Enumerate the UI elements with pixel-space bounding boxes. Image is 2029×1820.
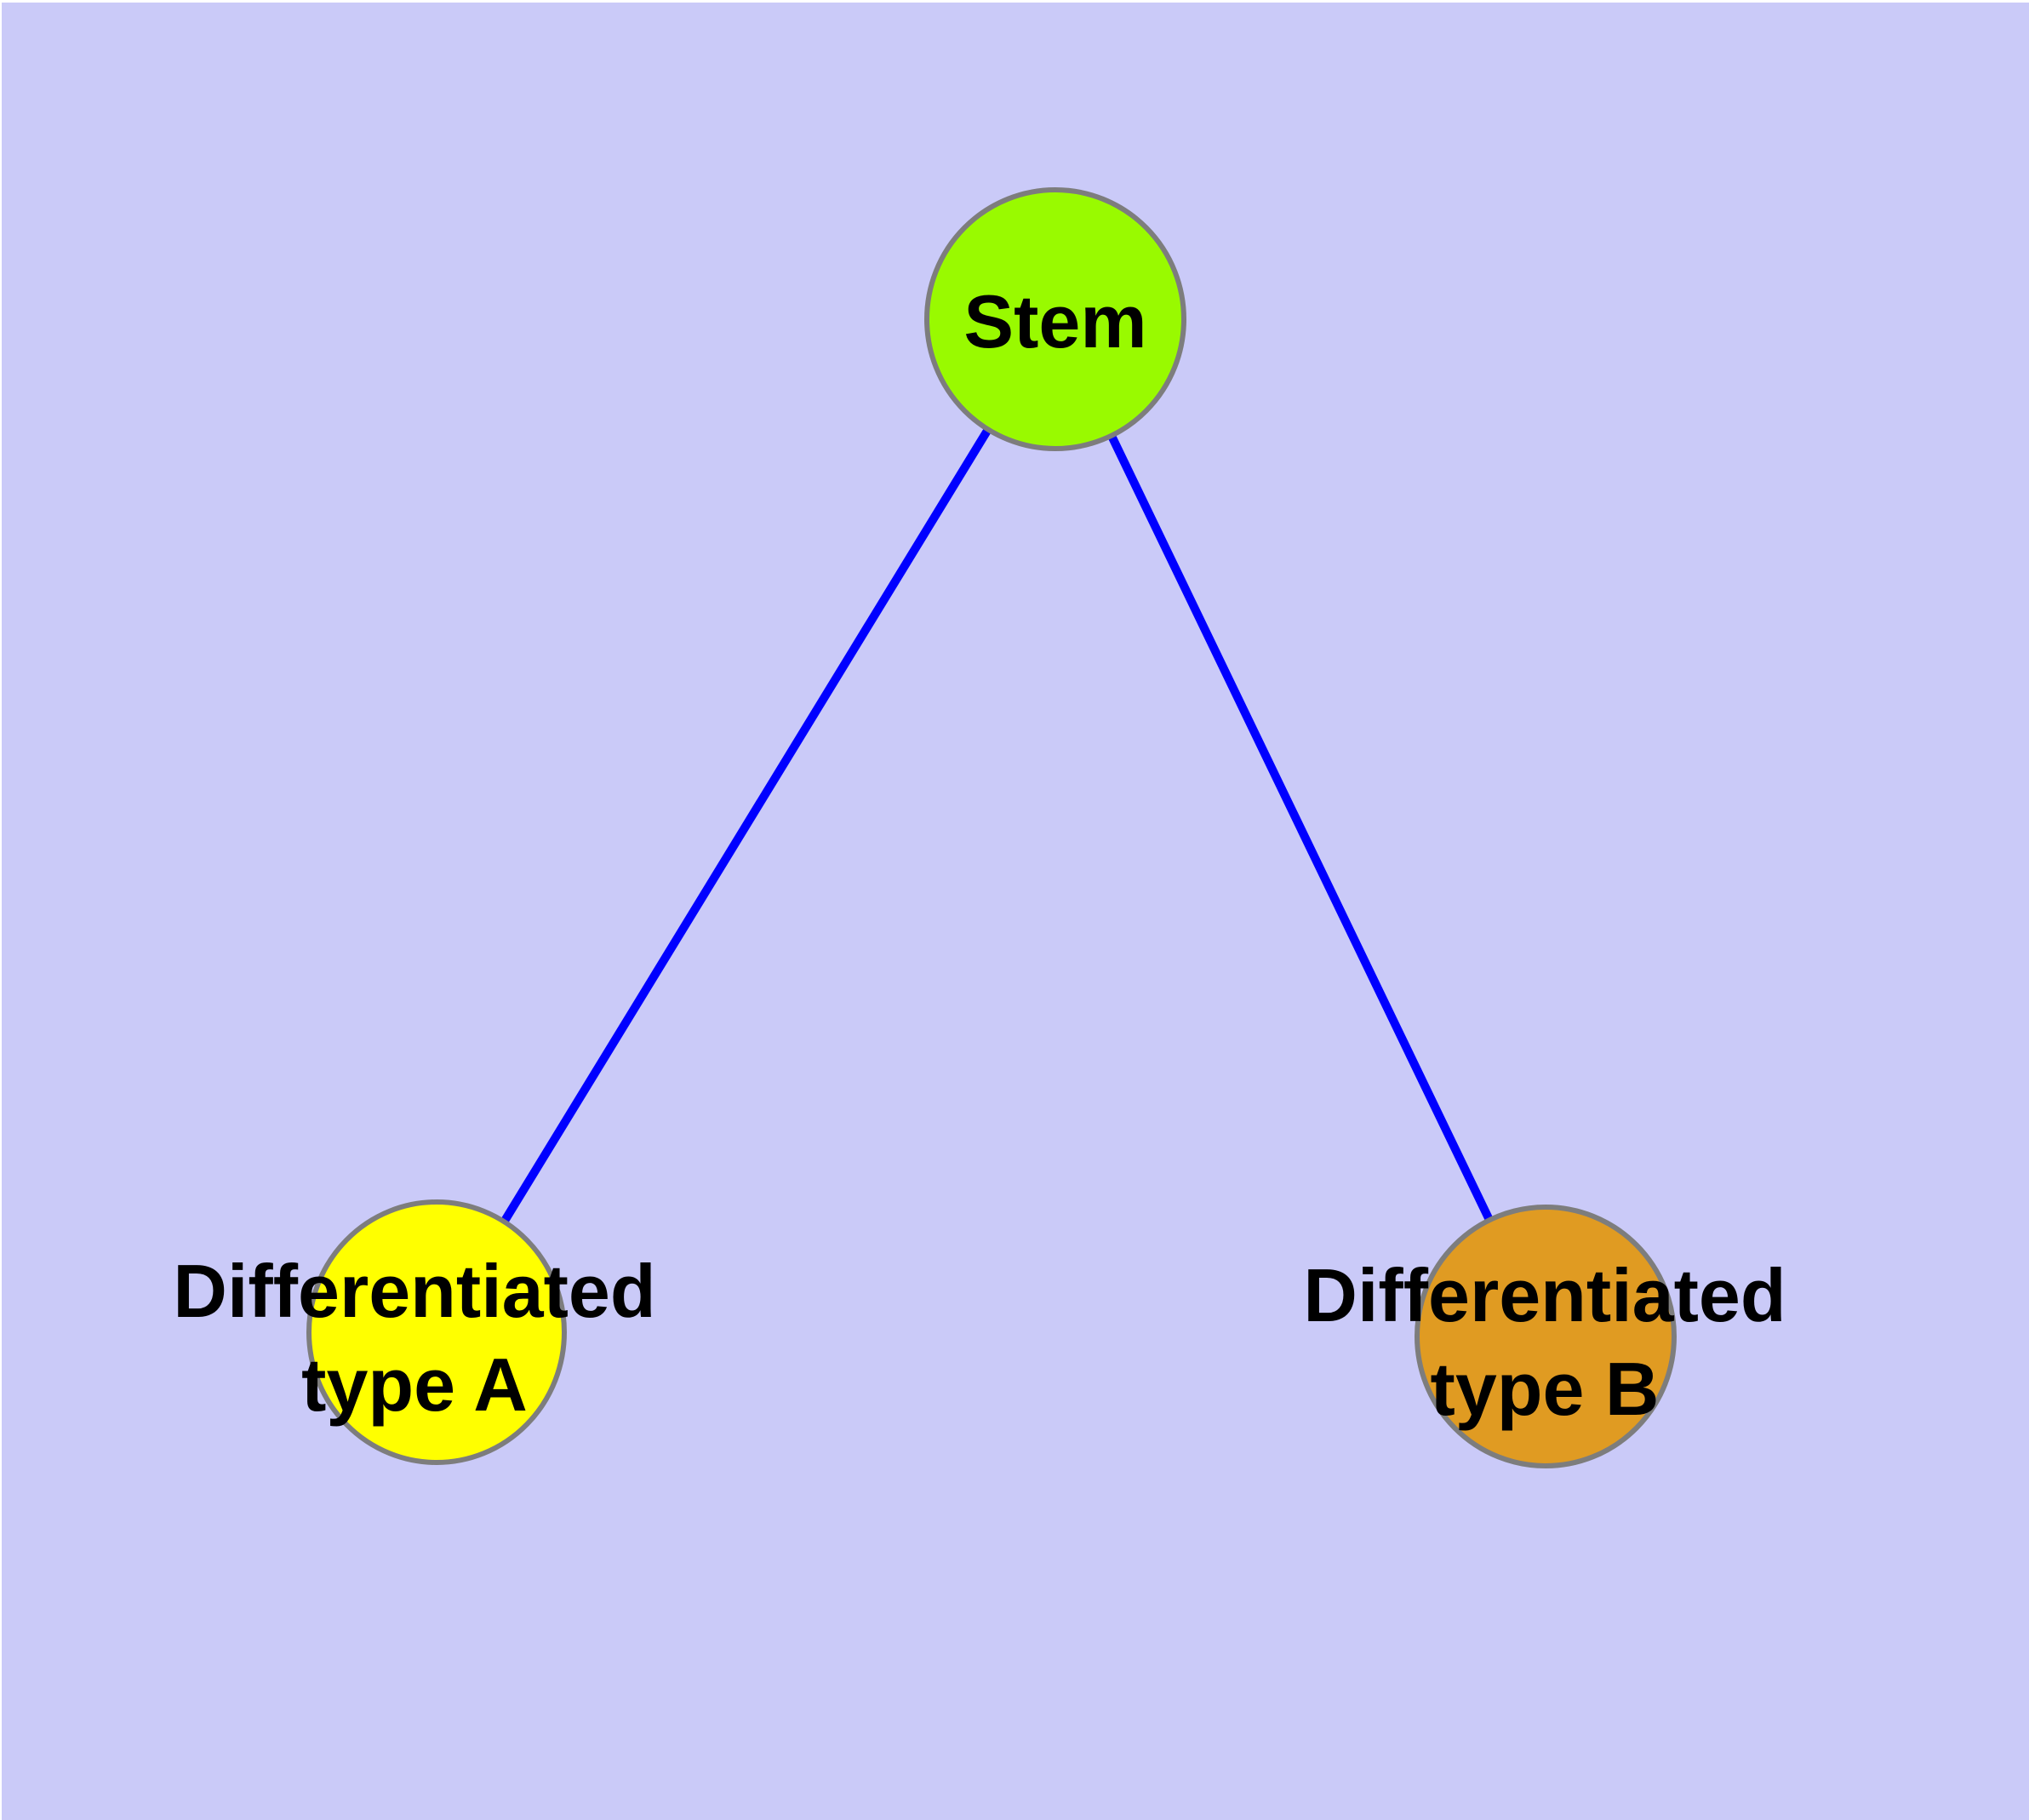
type-b-node-label-line1: Differentiated: [1303, 1253, 1786, 1337]
edges: [432, 317, 1550, 1339]
node-differentiated-type-b: Differentiated type B: [1303, 1205, 1786, 1468]
edge-stem-to-type-b: [1051, 317, 1550, 1339]
node-stem: Stem: [924, 187, 1186, 451]
type-b-node-circle: [1415, 1205, 1677, 1468]
type-a-node-circle: [306, 1199, 567, 1465]
type-b-node-label-line2: type B: [1431, 1347, 1660, 1431]
edge-stem-to-type-a: [432, 317, 1060, 1335]
type-a-node-label-line1: Differentiated: [173, 1249, 655, 1333]
stem-node-label: Stem: [963, 279, 1146, 363]
node-differentiated-type-a: Differentiated type A: [173, 1199, 656, 1465]
type-a-node-label-line2: type A: [301, 1342, 528, 1427]
stem-node-circle: [924, 187, 1186, 451]
